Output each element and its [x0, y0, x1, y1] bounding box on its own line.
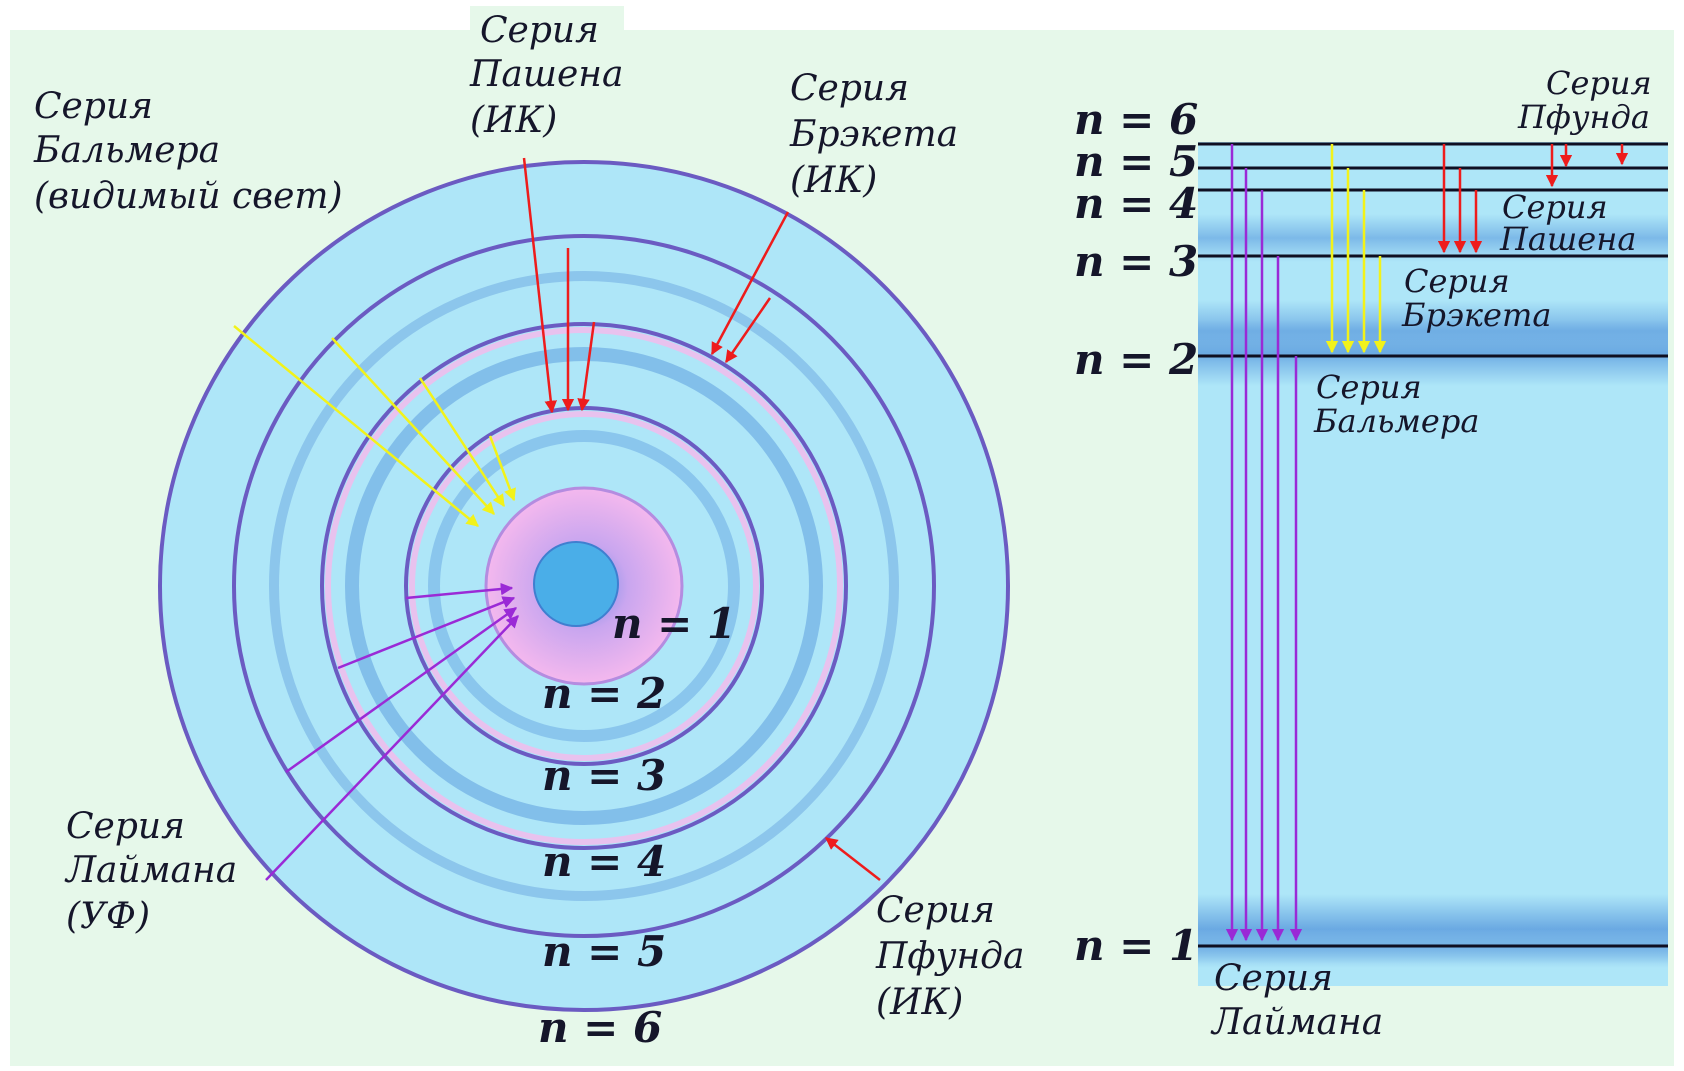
- level-label-n3: n = 3: [1074, 237, 1198, 286]
- label-line: Серия: [1502, 188, 1608, 226]
- orbit-3-band: [428, 430, 740, 742]
- orbit-4-band: [345, 347, 823, 825]
- orbit-label-n2: n = 2: [542, 669, 666, 718]
- bohr-label-lyman: Серия Лаймана (УФ): [64, 806, 237, 937]
- label-line: (видимый свет): [34, 176, 343, 217]
- label-line: Бальмера: [33, 130, 220, 171]
- label-line: Лаймана: [1210, 1002, 1383, 1043]
- paschen-label-bg: [470, 6, 624, 46]
- paschen-arrow: [577, 321, 596, 412]
- label-line: (ИК): [876, 982, 963, 1023]
- levels-panel: [1198, 142, 1668, 986]
- bohr-paschen-arrows: [522, 157, 596, 414]
- band-n4: [1198, 214, 1668, 262]
- lyman-arrow: [405, 582, 514, 600]
- level-label-pfund: Серия Пфунда: [1517, 64, 1652, 136]
- bohr-brackett-arrows: [710, 211, 790, 364]
- level-lyman-arrows: [1225, 144, 1303, 942]
- balmer-arrow: [233, 325, 479, 527]
- level-paschen-arrows: [1437, 144, 1483, 254]
- label-line: Брэкета: [789, 114, 958, 155]
- orbit-label-n6: n = 6: [538, 1003, 662, 1052]
- lyman-arrow: [285, 606, 518, 774]
- level-label-paschen: Серия Пашена: [1499, 188, 1636, 258]
- orbit-4-glow: [325, 327, 843, 845]
- label-line: Серия: [1404, 262, 1510, 300]
- orbit-5-glow: [269, 271, 899, 901]
- orbit-label-n4: n = 4: [542, 837, 666, 886]
- orbit-label-n1: n = 1: [612, 599, 736, 648]
- level-lines: [1198, 142, 1668, 948]
- label-line: Лаймана: [64, 850, 237, 891]
- label-line: Серия: [66, 806, 185, 847]
- bohr-pfund-arrows: [825, 837, 881, 881]
- label-line: Бальмера: [1313, 402, 1479, 440]
- lyman-arrow: [337, 596, 516, 670]
- label-line: Серия: [876, 890, 995, 931]
- label-line: Пфунда: [875, 936, 1024, 977]
- level-label-brackett: Серия Брэкета: [1401, 262, 1551, 334]
- level-balmer-arrows: [1325, 144, 1387, 354]
- brackett-arrow: [724, 297, 772, 364]
- label-line: Серия: [1214, 958, 1333, 999]
- balmer-arrow: [488, 435, 516, 502]
- level-label-balmer: Серия Бальмера: [1313, 368, 1479, 440]
- bohr-label-brackett: Серия Брэкета (ИК): [789, 68, 958, 201]
- level-label-n4: n = 4: [1074, 179, 1198, 228]
- label-line: Серия: [480, 10, 599, 51]
- label-line: Серия: [34, 86, 153, 127]
- orbit-label-n3: n = 3: [542, 751, 666, 800]
- level-label-n2: n = 2: [1074, 335, 1198, 384]
- level-label-n6: n = 6: [1074, 95, 1198, 144]
- bohr-balmer-arrows: [233, 325, 516, 527]
- lyman-arrow: [265, 615, 519, 881]
- level-pfund-arrows: [1545, 144, 1629, 188]
- label-line: Серия: [1546, 64, 1652, 102]
- balmer-arrow: [331, 337, 495, 515]
- bohr-label-paschen: Серия Пашена (ИК): [469, 10, 623, 141]
- orbit-3-glow: [409, 411, 759, 761]
- label-line: Пашена: [469, 54, 623, 95]
- label-line: Серия: [790, 68, 909, 109]
- label-line: (ИК): [790, 160, 877, 201]
- pfund-arrow: [825, 837, 881, 881]
- label-line: (УФ): [66, 896, 150, 937]
- bohr-model: n = 1 n = 2 n = 3 n = 4 n = 5 n = 6 Сери…: [33, 6, 1024, 1052]
- label-line: Брэкета: [1401, 296, 1551, 334]
- orbit-1-nucleus: [533, 541, 619, 627]
- bohr-label-pfund: Серия Пфунда (ИК): [875, 890, 1024, 1023]
- label-line: Пашена: [1499, 220, 1636, 258]
- level-label-n1: n = 1: [1074, 921, 1198, 970]
- level-label-n5: n = 5: [1074, 137, 1198, 186]
- energy-level-diagram: n = 6 n = 5 n = 4 n = 3 n = 2 n = 1 Сери…: [1074, 64, 1668, 1043]
- label-line: Пфунда: [1517, 98, 1650, 136]
- paschen-arrow: [522, 157, 557, 414]
- brackett-arrow: [710, 211, 790, 356]
- level-label-lyman: Серия Лаймана: [1210, 958, 1383, 1043]
- bohr-label-balmer: Серия Бальмера (видимый свет): [33, 86, 343, 217]
- label-line: (ИК): [470, 100, 557, 141]
- label-line: Серия: [1316, 368, 1422, 406]
- band-n2: [1198, 320, 1668, 386]
- bohr-lyman-arrows: [265, 582, 519, 881]
- orbit-label-n5: n = 5: [542, 927, 666, 976]
- balmer-arrow: [418, 377, 506, 508]
